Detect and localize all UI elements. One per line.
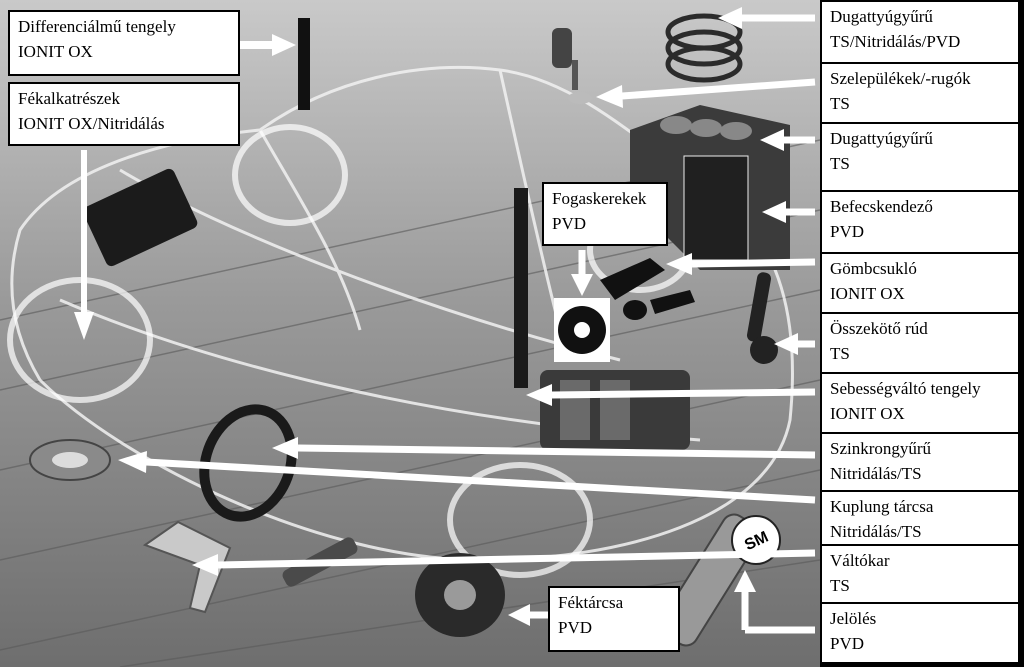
callout-brake-parts: Fékalkatrészek IONIT OX/Nitridálás	[8, 82, 240, 146]
label-line1: Dugattyúgyűrű	[830, 129, 933, 148]
label-clutch-disk: Kuplung tárcsa Nitridálás/TS	[822, 492, 1018, 544]
label-line1: Összekötő rúd	[830, 319, 928, 338]
label-injector: Befecskendező PVD	[822, 192, 1018, 252]
label-shift-lever: Váltókar TS	[822, 546, 1018, 602]
label-line1: Jelölés	[830, 609, 877, 628]
differential-shaft-part	[298, 18, 310, 110]
gear-wheel-part	[554, 298, 610, 362]
synchro-ring-part	[199, 404, 297, 522]
callout-line2: IONIT OX/Nitridálás	[18, 114, 165, 133]
label-line2: TS/Nitridálás/PVD	[830, 32, 961, 51]
label-connecting-rod: Összekötő rúd TS	[822, 314, 1018, 372]
ball-joint-part	[600, 258, 695, 320]
label-line2: Nitridálás/TS	[830, 464, 922, 483]
label-line2: IONIT OX	[830, 284, 905, 303]
cylinder-block-part	[630, 105, 790, 270]
label-valve-seats: Szelepülékek/-rugók TS	[822, 64, 1018, 122]
connecting-rod-part	[746, 272, 778, 364]
callout-line1: Differenciálmű tengely	[18, 17, 176, 36]
label-piston-ring-2: Dugattyúgyűrű TS	[822, 124, 1018, 190]
callout-line1: Fékalkatrészek	[18, 89, 120, 108]
callout-line1: Fogaskerekek	[552, 189, 647, 208]
label-gearbox-shaft: Sebességváltó tengely IONIT OX	[822, 374, 1018, 432]
label-line1: Szinkrongyűrű	[830, 439, 932, 458]
brake-disc-part	[415, 553, 505, 637]
piston-rings-part	[665, 13, 743, 83]
valve-part	[552, 28, 592, 104]
label-line1: Váltókar	[830, 551, 890, 570]
label-line2: PVD	[830, 634, 865, 653]
wheels	[7, 124, 693, 578]
label-line1: Kuplung tárcsa	[830, 497, 934, 516]
callout-line2: IONIT OX	[18, 42, 93, 61]
label-line2: PVD	[830, 222, 865, 241]
engine-block	[83, 168, 690, 450]
callout-brake-disc: Féktárcsa PVD	[548, 586, 680, 652]
callout-line2: PVD	[552, 214, 587, 233]
callout-line2: PVD	[558, 618, 593, 637]
label-line2: TS	[830, 576, 850, 595]
label-piston-ring-1: Dugattyúgyűrű TS/Nitridálás/PVD	[822, 2, 1018, 62]
label-line1: Sebességváltó tengely	[830, 379, 981, 398]
label-line1: Dugattyúgyűrű	[830, 7, 933, 26]
label-line1: Befecskendező	[830, 197, 933, 216]
label-synchro-ring: Szinkrongyűrű Nitridálás/TS	[822, 434, 1018, 490]
label-line1: Gömbcsukló	[830, 259, 917, 278]
label-line2: TS	[830, 154, 850, 173]
label-line2: IONIT OX	[830, 404, 905, 423]
callout-gears: Fogaskerekek PVD	[542, 182, 668, 246]
clutch-disk-part	[29, 439, 111, 481]
label-line2: TS	[830, 94, 850, 113]
label-ball-joint: Gömbcsukló IONIT OX	[822, 254, 1018, 312]
label-marking: Jelölés PVD	[822, 604, 1018, 662]
car-illustration: SM	[0, 0, 820, 667]
scene-drawing: SM	[0, 7, 820, 667]
callout-differential-shaft: Differenciálmű tengely IONIT OX	[8, 10, 240, 76]
label-line2: TS	[830, 344, 850, 363]
label-line2: Nitridálás/TS	[830, 522, 922, 541]
callout-line1: Féktárcsa	[558, 593, 624, 612]
label-line1: Szelepülékek/-rugók	[830, 69, 971, 88]
callout-arrows	[74, 7, 816, 634]
gearbox-shaft-part	[514, 188, 528, 388]
